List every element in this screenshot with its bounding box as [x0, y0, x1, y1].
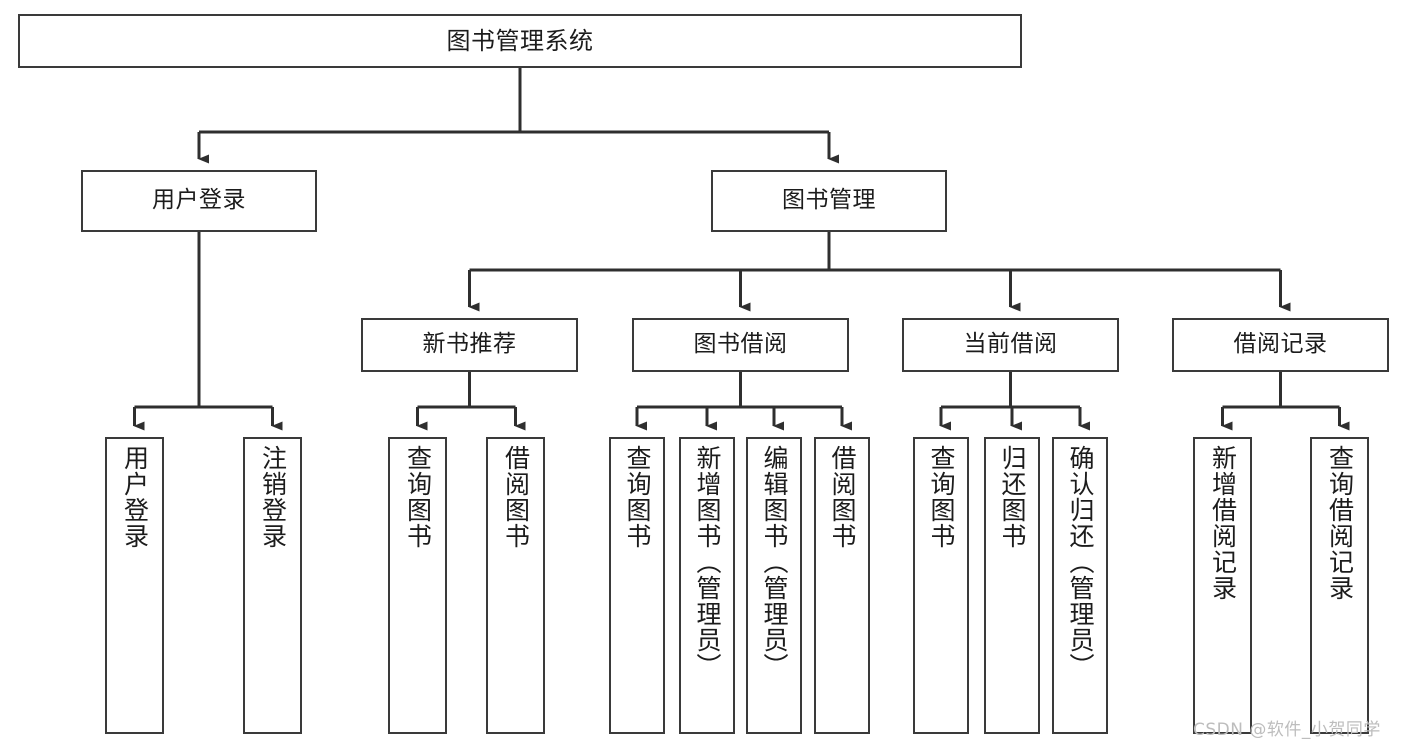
node-label: 图书管理 — [782, 187, 876, 214]
node-label: 用户登录 — [152, 187, 246, 214]
node-label: 借阅图书 — [501, 445, 531, 549]
node-new-book-recommend[interactable]: 新书推荐 — [361, 318, 578, 372]
node-label: 归还图书 — [998, 445, 1027, 549]
node-label: 用户登录 — [120, 445, 150, 549]
node-label: 编辑图书（管理员） — [760, 445, 789, 679]
node-label: 注销登录 — [258, 445, 288, 549]
node-user-login[interactable]: 用户登录 — [81, 170, 317, 232]
node-label: 图书借阅 — [693, 331, 788, 358]
node-current-borrow[interactable]: 当前借阅 — [902, 318, 1119, 372]
node-leaf-add-borrow-record[interactable]: 新增借阅记录 — [1193, 437, 1252, 734]
node-label: 查询图书 — [927, 445, 956, 549]
node-root[interactable]: 图书管理系统 — [18, 14, 1022, 68]
node-leaf-query-borrow-record[interactable]: 查询借阅记录 — [1310, 437, 1369, 734]
node-label: 确认归还（管理员） — [1066, 445, 1095, 679]
node-book-borrow[interactable]: 图书借阅 — [632, 318, 849, 372]
node-leaf-query-book-rec[interactable]: 查询图书 — [388, 437, 447, 734]
node-label: 查询借阅记录 — [1325, 445, 1355, 601]
node-leaf-logout[interactable]: 注销登录 — [243, 437, 302, 734]
node-leaf-return-book[interactable]: 归还图书 — [984, 437, 1040, 734]
node-label: 当前借阅 — [963, 331, 1058, 358]
node-borrow-record[interactable]: 借阅记录 — [1172, 318, 1389, 372]
node-leaf-query-book-current[interactable]: 查询图书 — [913, 437, 969, 734]
node-label: 查询图书 — [403, 445, 433, 549]
csdn-watermark: CSDN @软件_小贺同学 — [1193, 720, 1381, 740]
node-label: 新增图书（管理员） — [693, 445, 722, 679]
node-leaf-add-book-admin[interactable]: 新增图书（管理员） — [679, 437, 735, 734]
node-leaf-user-login[interactable]: 用户登录 — [105, 437, 164, 734]
node-leaf-query-book-borrow[interactable]: 查询图书 — [609, 437, 665, 734]
node-leaf-confirm-return-admin[interactable]: 确认归还（管理员） — [1052, 437, 1108, 734]
node-label: 图书管理系统 — [446, 26, 594, 55]
node-book-management[interactable]: 图书管理 — [711, 170, 947, 232]
node-label: 新增借阅记录 — [1208, 445, 1238, 601]
node-label: 借阅记录 — [1233, 331, 1328, 358]
node-label: 新书推荐 — [422, 331, 517, 358]
node-label: 查询图书 — [623, 445, 652, 549]
node-leaf-borrow-book[interactable]: 借阅图书 — [814, 437, 870, 734]
node-leaf-borrow-book-rec[interactable]: 借阅图书 — [486, 437, 545, 734]
node-leaf-edit-book-admin[interactable]: 编辑图书（管理员） — [746, 437, 802, 734]
node-label: 借阅图书 — [828, 445, 857, 549]
